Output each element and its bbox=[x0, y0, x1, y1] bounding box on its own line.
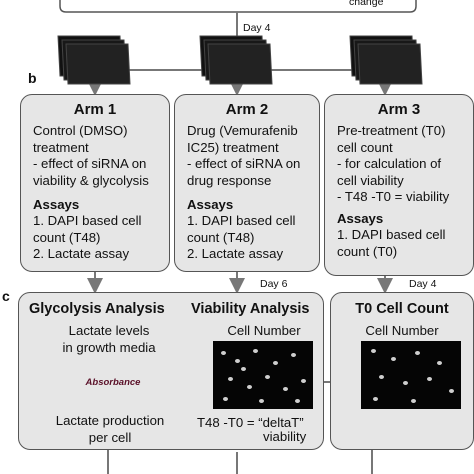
arm3-box: Arm 3 Pre-treatment (T0) cell count - fo… bbox=[324, 94, 474, 276]
absorbance-label: Absorbance bbox=[85, 377, 141, 388]
bottom-connector-line bbox=[107, 448, 373, 474]
arm3-assays-title: Assays bbox=[337, 211, 384, 226]
t0-microscopy-image bbox=[361, 341, 461, 409]
plate-stack-middle bbox=[199, 35, 273, 85]
arm2-description: Drug (Vemurafenib IC25) treatment - effe… bbox=[187, 123, 301, 188]
viability-formula-sub: viability bbox=[263, 429, 307, 444]
plate-stack-left bbox=[57, 35, 131, 85]
day4-label: Day 4 bbox=[409, 278, 437, 290]
arm1-assays: 1. DAPI based cell count (T48) 2. Lactat… bbox=[33, 213, 142, 262]
panel-label-c: c bbox=[2, 288, 10, 304]
day-label-top: Day 4 bbox=[243, 22, 271, 34]
lactate-production-text: Lactate production per cell bbox=[55, 413, 165, 445]
change-label: change bbox=[349, 0, 384, 8]
t0-count-box: T0 Cell Count Cell Number bbox=[330, 292, 474, 450]
viability-microscopy-image bbox=[213, 341, 313, 409]
arm2-title: Arm 2 bbox=[225, 101, 269, 118]
t0-cell-number: Cell Number bbox=[365, 323, 439, 338]
day6-label: Day 6 bbox=[260, 278, 288, 290]
viability-formula: T48 -T0 = “deltaT” bbox=[197, 415, 304, 430]
arm1-assays-title: Assays bbox=[33, 197, 80, 212]
plate-stack-right bbox=[349, 35, 423, 85]
arm2-assays: 1. DAPI based cell count (T48) 2. Lactat… bbox=[187, 213, 296, 262]
panel-label-b: b bbox=[28, 70, 37, 86]
viability-title: Viability Analysis bbox=[191, 301, 310, 317]
viability-cell-number: Cell Number bbox=[227, 323, 301, 338]
arm3-assays: 1. DAPI based cell count (T0) bbox=[337, 227, 446, 259]
t0-title: T0 Cell Count bbox=[355, 301, 449, 317]
arm1-title: Arm 1 bbox=[73, 101, 117, 118]
arm1-box: Arm 1 Control (DMSO) treatment - effect … bbox=[20, 94, 170, 272]
analysis-box: Glycolysis Analysis Lactate levels in gr… bbox=[18, 292, 324, 450]
arm2-box: Arm 2 Drug (Vemurafenib IC25) treatment … bbox=[174, 94, 320, 272]
arm3-title: Arm 3 bbox=[377, 101, 421, 118]
arm2-assays-title: Assays bbox=[187, 197, 234, 212]
glycolysis-title: Glycolysis Analysis bbox=[29, 301, 165, 317]
arm3-description: Pre-treatment (T0) cell count - for calc… bbox=[337, 123, 450, 205]
glycolysis-text: Lactate levels in growth media bbox=[62, 323, 156, 355]
arm1-description: Control (DMSO) treatment - effect of siR… bbox=[33, 123, 149, 188]
